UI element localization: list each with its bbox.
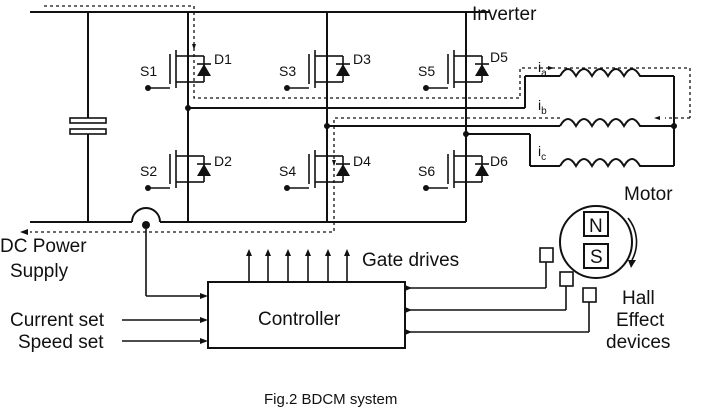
dc-link-capacitor: [69, 117, 107, 135]
diode-label-d5: D5: [490, 49, 508, 65]
magnet-north-label: N: [589, 216, 603, 237]
switch-s6: [423, 150, 489, 191]
diode-label-d2: D2: [214, 153, 232, 169]
diode-label-d3: D3: [353, 51, 371, 67]
dc-power-label: DC Power: [0, 236, 87, 257]
switch-s4: [284, 150, 350, 191]
motor-label: Motor: [624, 184, 673, 205]
figure-caption: Fig.2 BDCM system: [264, 391, 397, 408]
phase-current-ia: ia: [538, 59, 547, 79]
devices-label: devices: [606, 332, 670, 353]
diode-label-d6: D6: [490, 153, 508, 169]
rotor-magnet: [559, 205, 638, 279]
speed-set-label: Speed set: [18, 332, 104, 353]
switch-label-s1: S1: [140, 63, 157, 79]
current-path-dashed: [20, 5, 691, 235]
current-sensor-dot: [142, 221, 150, 229]
current-set-label: Current set: [10, 310, 105, 331]
motor-windings: [559, 68, 677, 169]
switch-label-s3: S3: [279, 63, 296, 79]
gate-drives-label: Gate drives: [362, 250, 459, 271]
dc-supply-label: Supply: [10, 261, 69, 282]
hall-sensors: [405, 247, 597, 335]
controller-block: [122, 229, 406, 349]
switch-label-s2: S2: [140, 163, 157, 179]
gate-drive-arrows: [246, 249, 350, 282]
switch-label-s6: S6: [418, 163, 435, 179]
controller-label: Controller: [258, 309, 341, 330]
diode-label-d4: D4: [353, 153, 371, 169]
switch-label-s4: S4: [279, 163, 296, 179]
phase-current-ib: ib: [538, 97, 547, 117]
switch-s1: [145, 50, 211, 91]
diode-label-d1: D1: [214, 51, 232, 67]
hall-label: Hall: [622, 288, 655, 309]
switch-s3: [284, 50, 350, 91]
switch-s2: [145, 150, 211, 191]
phase-current-ic: ic: [538, 143, 546, 163]
inverter-label: Inverter: [472, 4, 537, 25]
switch-s5: [423, 50, 489, 91]
phase-lines: [185, 75, 560, 167]
dc-bus-rails: [30, 11, 490, 223]
magnet-south-label: S: [590, 247, 603, 268]
switch-label-s5: S5: [418, 63, 435, 79]
effect-label: Effect: [616, 310, 665, 331]
